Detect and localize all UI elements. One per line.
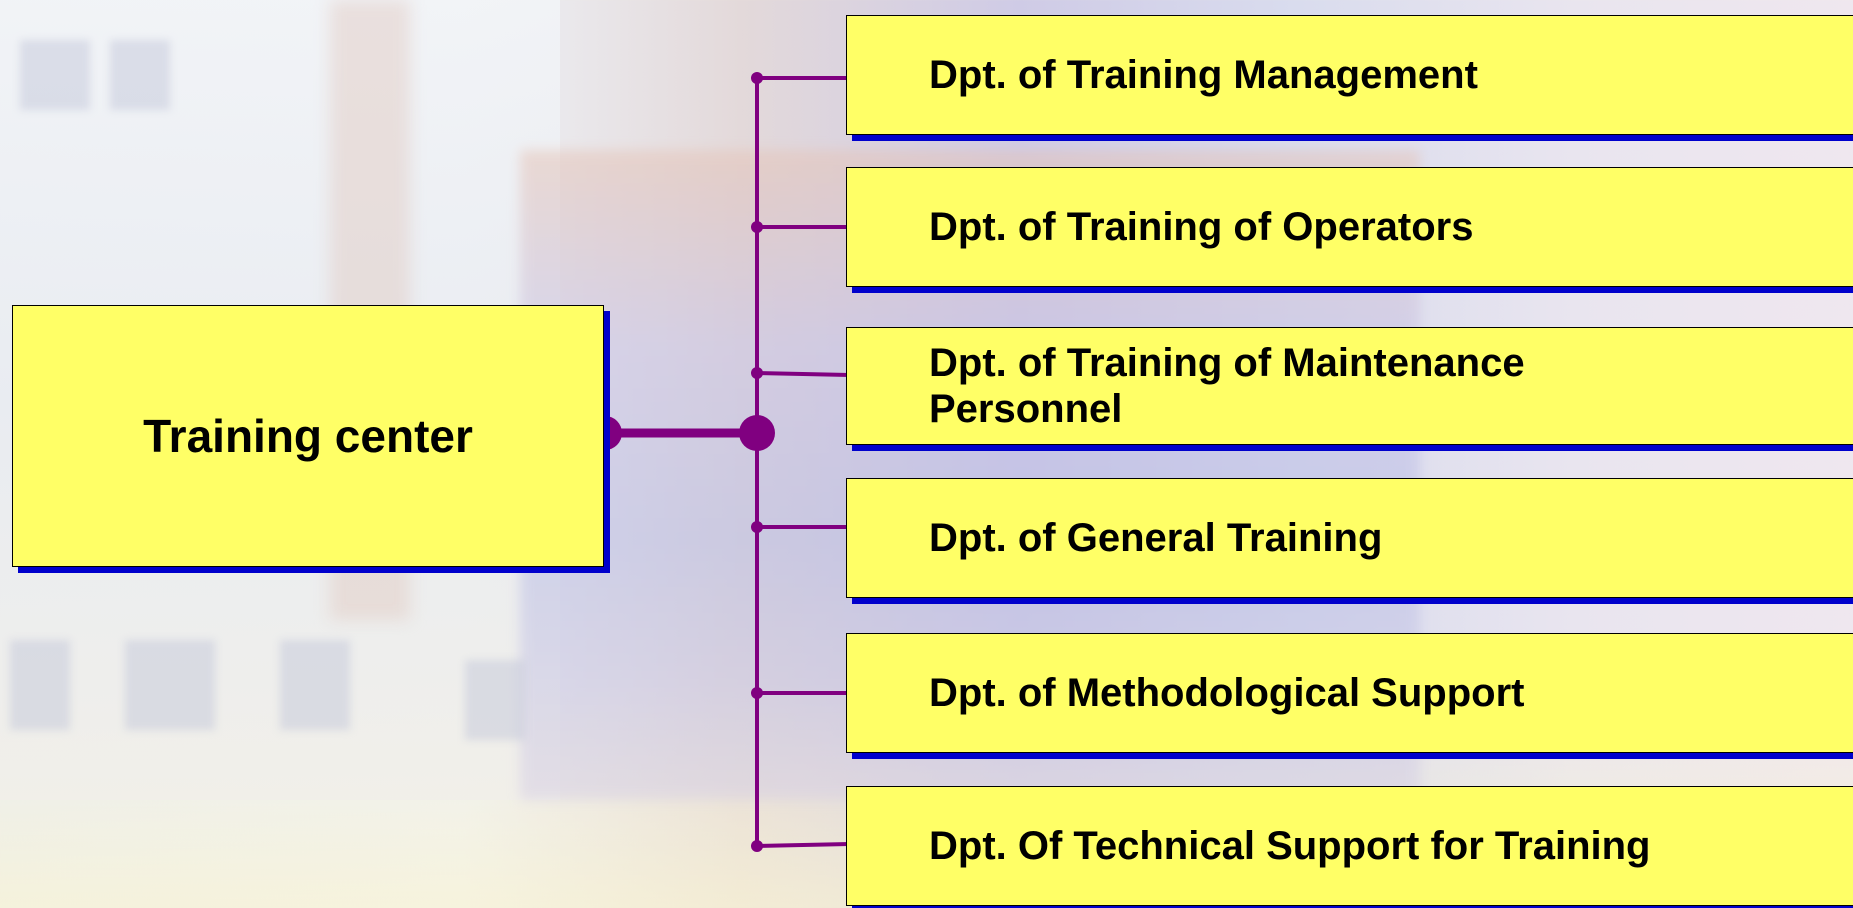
root-node-label: Training center [143, 410, 473, 462]
department-box-training-operators: Dpt. of Training of Operators [846, 167, 1853, 287]
root-node-box: Training center [12, 305, 604, 567]
trunk-dot-6 [751, 840, 763, 852]
background-window [10, 640, 70, 730]
department-label: Dpt. of Training of Operators [929, 205, 1474, 249]
department-label: Dpt. of Training of Maintenance Personne… [929, 341, 1525, 431]
department-label: Dpt. of General Training [929, 516, 1383, 560]
department-label: Dpt. of Methodological Support [929, 671, 1525, 715]
department-label: Dpt. Of Technical Support for Training [929, 824, 1651, 868]
background-window [280, 640, 350, 730]
background-window [110, 40, 170, 110]
department-box-methodological-support: Dpt. of Methodological Support [846, 633, 1853, 753]
department-box-training-management: Dpt. of Training Management [846, 15, 1853, 135]
trunk-dot-2 [751, 221, 763, 233]
trunk-dot-3 [751, 367, 763, 379]
background-window [125, 640, 215, 730]
department-box-maintenance-personnel: Dpt. of Training of Maintenance Personne… [846, 327, 1853, 445]
department-box-general-training: Dpt. of General Training [846, 478, 1853, 598]
trunk-dot-4 [751, 521, 763, 533]
trunk-dot-5 [751, 687, 763, 699]
trunk-dot-1 [751, 72, 763, 84]
department-label: Dpt. of Training Management [929, 53, 1478, 97]
background-window [20, 40, 90, 110]
background-window [465, 660, 525, 740]
trunk-junction-dot [739, 415, 775, 451]
department-box-technical-support: Dpt. Of Technical Support for Training [846, 786, 1853, 906]
